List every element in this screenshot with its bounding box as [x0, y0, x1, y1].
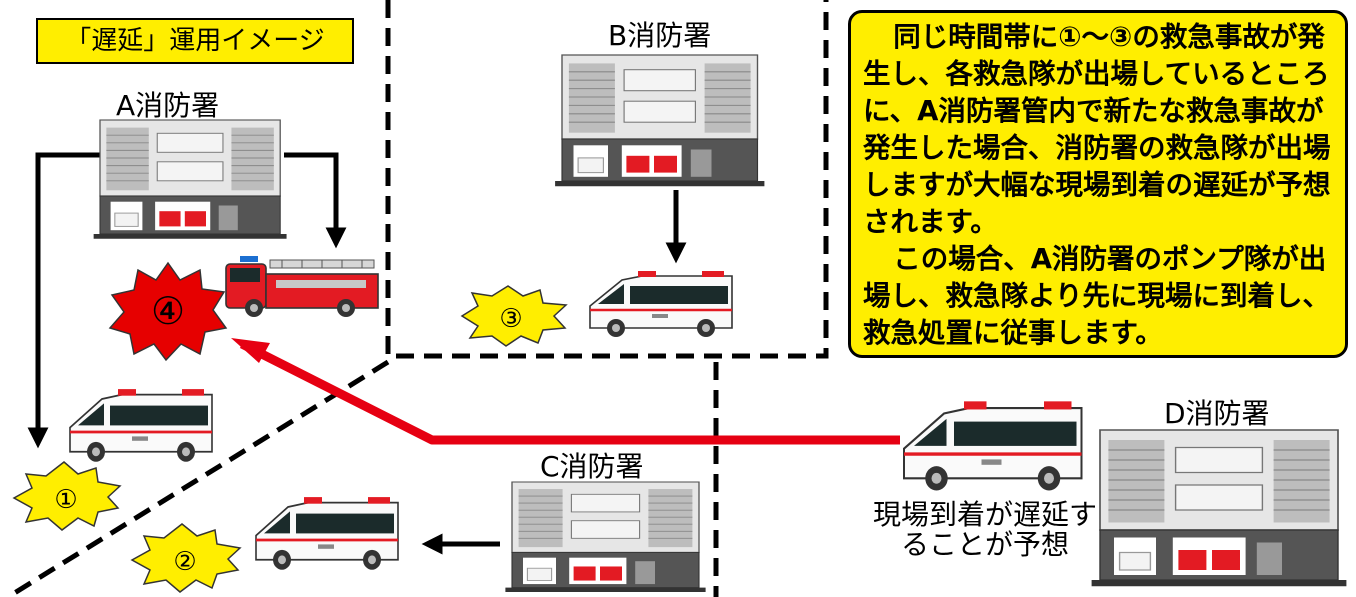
delay-note: 現場到着が遅延することが予想: [872, 498, 1097, 561]
incident-1-label: ①: [54, 485, 77, 515]
station-c-label: C消防署: [540, 450, 644, 483]
station-d-label: D消防署: [1164, 397, 1270, 430]
dispatch-route-arrowhead: [231, 338, 270, 363]
diagram-title: 「遅延」運用イメージ: [36, 18, 354, 64]
dispatch-route-arrow: [239, 339, 900, 445]
incident-1-burst: [12, 461, 122, 531]
ambulance-c: [254, 495, 400, 572]
boundary-line: [6, 359, 390, 597]
incident-3-burst: [460, 285, 568, 347]
station-b-label: B消防署: [608, 19, 712, 52]
explanation-paragraph-2: この場合、A消防署のポンプ隊が出場し、救急隊より先に現場に到着し、救急処置に従事…: [863, 243, 1330, 349]
station-c-building: [504, 481, 707, 593]
ambulance-b: [588, 269, 734, 339]
station-a-right-arrow: [284, 152, 347, 249]
explanation-box: 同じ時間帯に①～③の救急事故が発生し、各救急隊が出場しているところに、A消防署管…: [848, 10, 1348, 358]
incident-4-label: ④: [151, 289, 185, 333]
station-a-label: A消防署: [116, 89, 220, 122]
ambulance-a: [68, 387, 214, 464]
station-a-building: [93, 119, 288, 240]
boundary-line: [385, 0, 829, 359]
incident-2-label: ②: [173, 547, 196, 577]
explanation-paragraph-1: 同じ時間帯に①～③の救急事故が発生し、各救急隊が出場しているところに、A消防署管…: [863, 21, 1331, 238]
incident-4-burst: [108, 261, 228, 362]
incident-3-label: ③: [499, 304, 522, 334]
incident-2-burst: [130, 523, 242, 593]
station-b-building: [554, 54, 766, 187]
ambulance-d: [902, 399, 1084, 493]
fire-engine: [225, 255, 379, 318]
station-a-left-arrow: [27, 152, 100, 449]
station-d-building: [1090, 429, 1348, 588]
